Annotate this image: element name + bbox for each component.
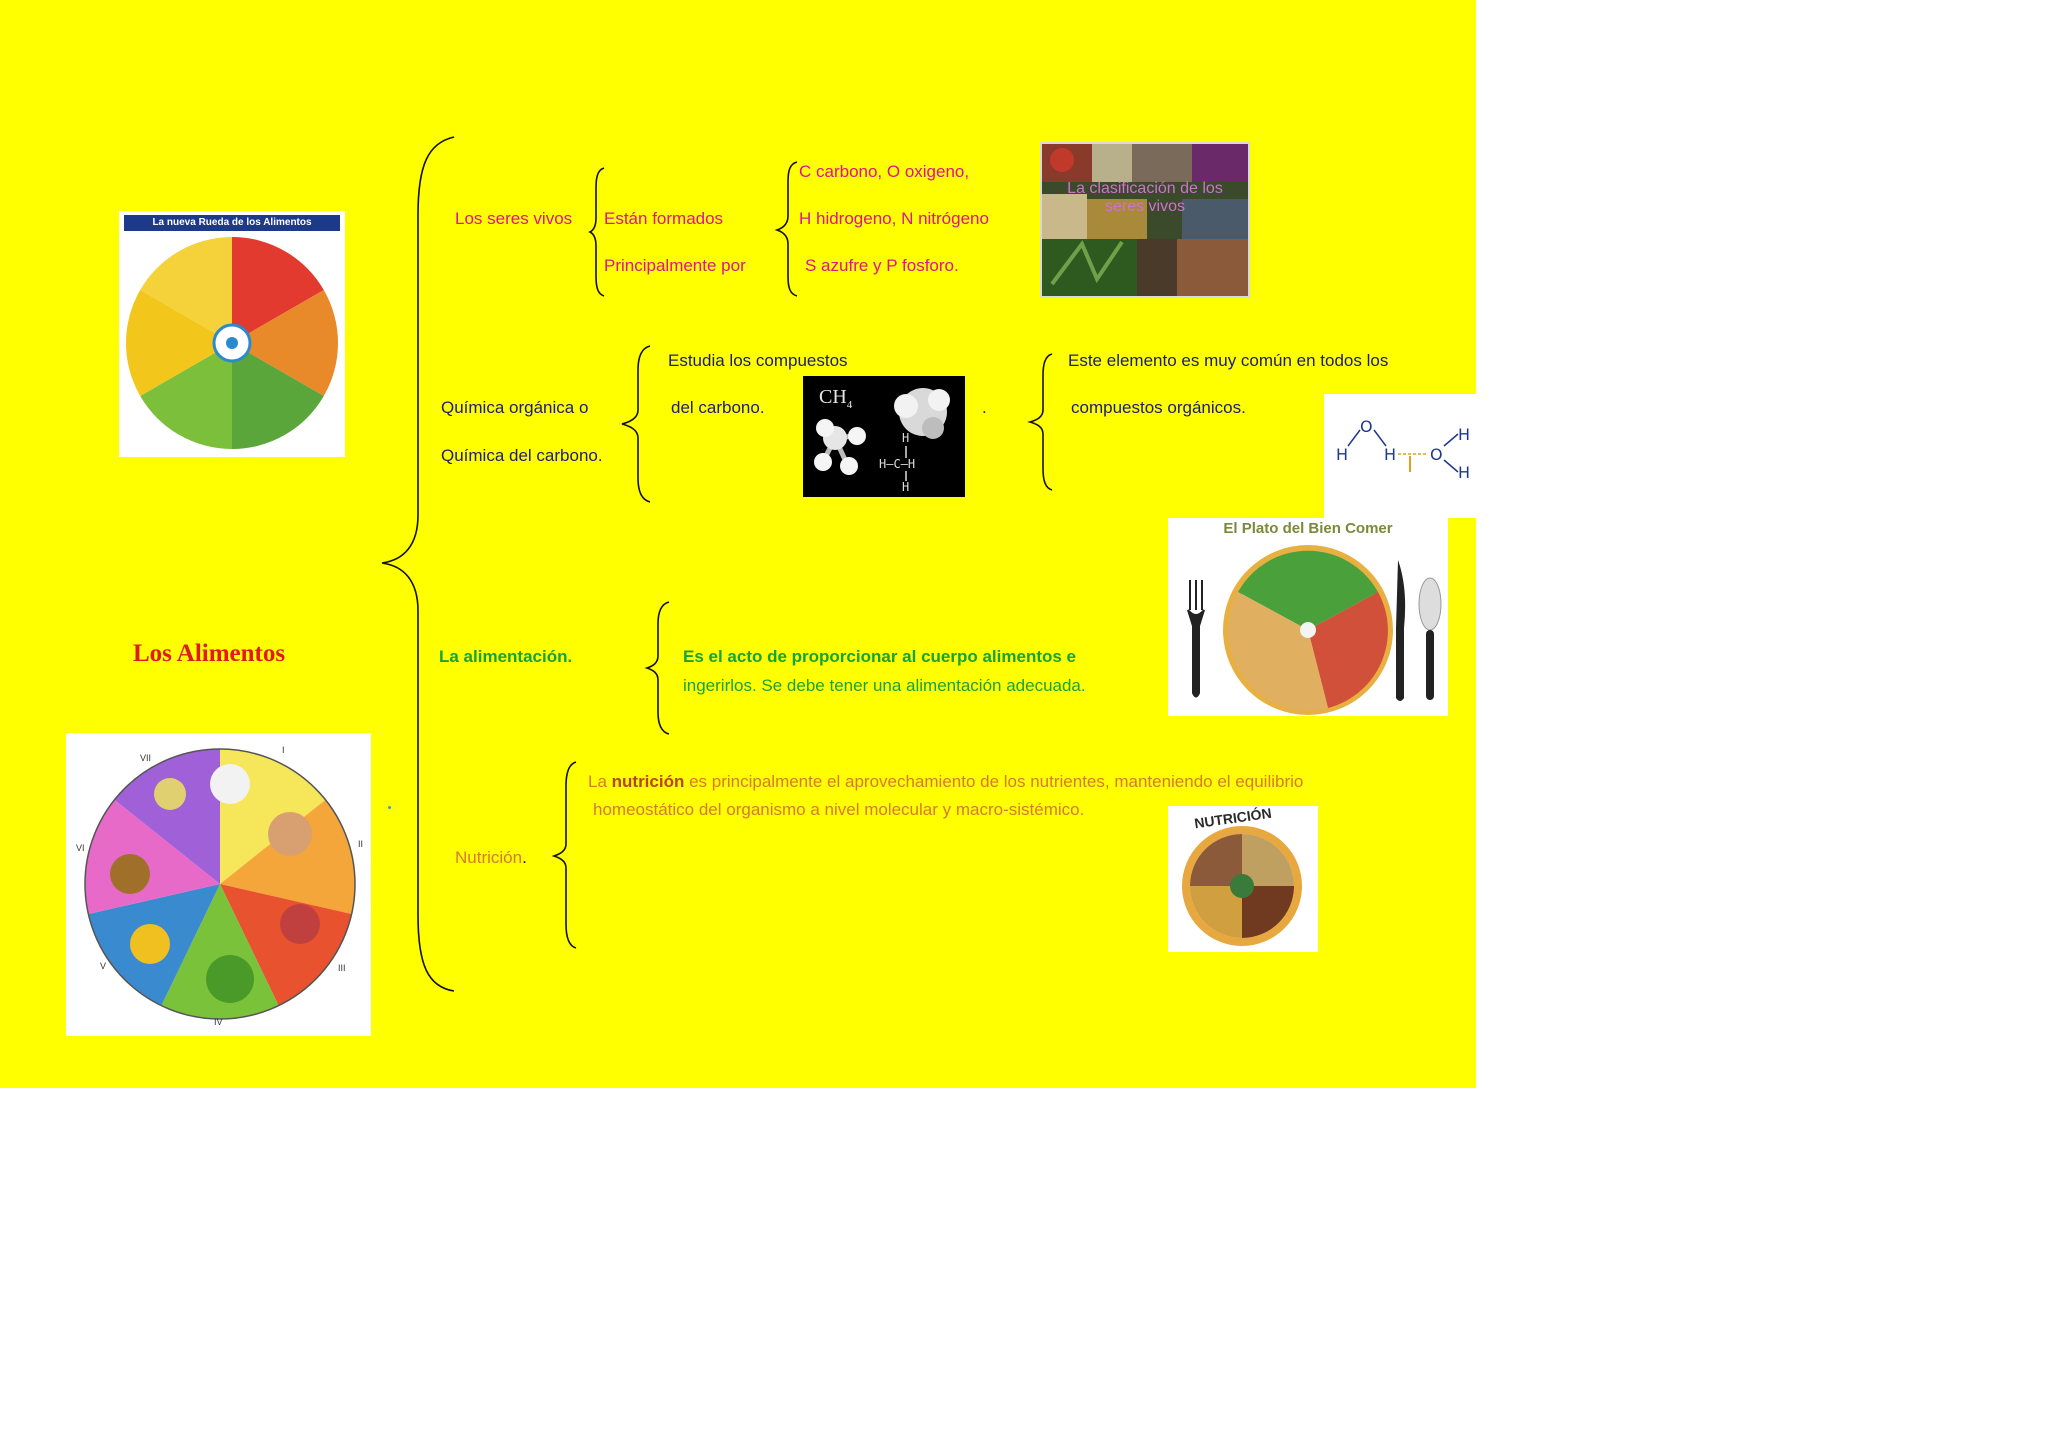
quimica-brace [620, 344, 654, 504]
alimentacion-desc-line2: ingerirlos. Se debe tener una alimentaci… [683, 676, 1086, 696]
elements-line3: S azufre y P fosforo. [805, 256, 959, 276]
nutricion-desc-line2: homeostático del organismo a nivel molec… [593, 800, 1084, 820]
svg-text:H: H [1384, 445, 1396, 464]
plato-bien-comer-image: El Plato del Bien Comer [1168, 518, 1448, 716]
seres-vivos-mid-line1: Están formados [604, 209, 723, 229]
ch4-formula: CH [819, 386, 847, 408]
nutricion-brace [552, 760, 580, 950]
clasificacion-seres-vivos-image: La clasificación de los seres vivos [1040, 142, 1250, 298]
nutricion-logo-image: NUTRICIÓN [1168, 806, 1318, 952]
stray-dot [388, 806, 391, 809]
wheel-numeral-1: I [282, 745, 285, 755]
elements-line2: H hidrogeno, N nitrógeno [799, 209, 989, 229]
main-title: Los Alimentos [133, 640, 285, 668]
water-molecule-image: O H H O H H [1324, 394, 1476, 518]
svg-text:H: H [1336, 445, 1348, 464]
seres-vivos-brace [588, 166, 608, 298]
nutricion-desc-line1: La nutrición es principalmente el aprove… [588, 772, 1303, 792]
svg-text:H: H [902, 431, 909, 445]
alimentacion-label: La alimentación. [439, 647, 572, 667]
quimica-right-line2: compuestos orgánicos. [1071, 398, 1246, 418]
methane-molecule-image: H H H–C–H CH4 [803, 376, 965, 497]
wheel-numeral-4: IV [214, 1017, 223, 1027]
svg-text:O: O [1430, 445, 1443, 464]
quimica-label-line1: Química orgánica o [441, 398, 588, 418]
wheel-numeral-6: VI [76, 843, 85, 853]
clasificacion-caption: La clasificación de los seres vivos [1050, 180, 1240, 216]
ch4-subscript: 4 [847, 399, 853, 411]
quimica-right-line1: Este elemento es muy común en todos los [1068, 351, 1388, 371]
seres-vivos-mid-line2: Principalmente por [604, 256, 746, 276]
quimica-dot: . [982, 398, 987, 418]
organic-brace [1028, 352, 1056, 492]
svg-text:H: H [902, 480, 909, 494]
main-brace [380, 135, 460, 995]
wheel-numeral-3: III [338, 963, 346, 973]
quimica-label-line2: Química del carbono. [441, 446, 603, 466]
wheel-numeral-2: II [358, 839, 363, 849]
elements-line1: C carbono, O oxigeno, [799, 162, 969, 182]
svg-text:H: H [1458, 425, 1470, 444]
alimentacion-brace [645, 600, 673, 736]
seres-vivos-label: Los seres vivos [455, 209, 572, 229]
elements-brace [775, 160, 801, 298]
svg-text:H–C–H: H–C–H [879, 457, 915, 471]
svg-text:H: H [1458, 463, 1470, 482]
rueda-alimentos-image: La nueva Rueda de los Alimentos [119, 211, 345, 457]
wheel-numeral-7: VII [140, 753, 151, 763]
svg-text:O: O [1360, 417, 1373, 436]
quimica-mid-line1: Estudia los compuestos [668, 351, 848, 371]
nutricion-label: Nutrición. [455, 848, 527, 868]
alimentacion-desc-line1: Es el acto de proporcionar al cuerpo ali… [683, 647, 1076, 667]
rueda-numerada-image: I II III IV V VI VII [66, 733, 371, 1036]
wheel-numeral-5: V [100, 961, 106, 971]
mind-map-canvas: Los Alimentos Los seres vivos Están form… [0, 0, 1476, 1088]
quimica-mid-line2: del carbono. [671, 398, 765, 418]
